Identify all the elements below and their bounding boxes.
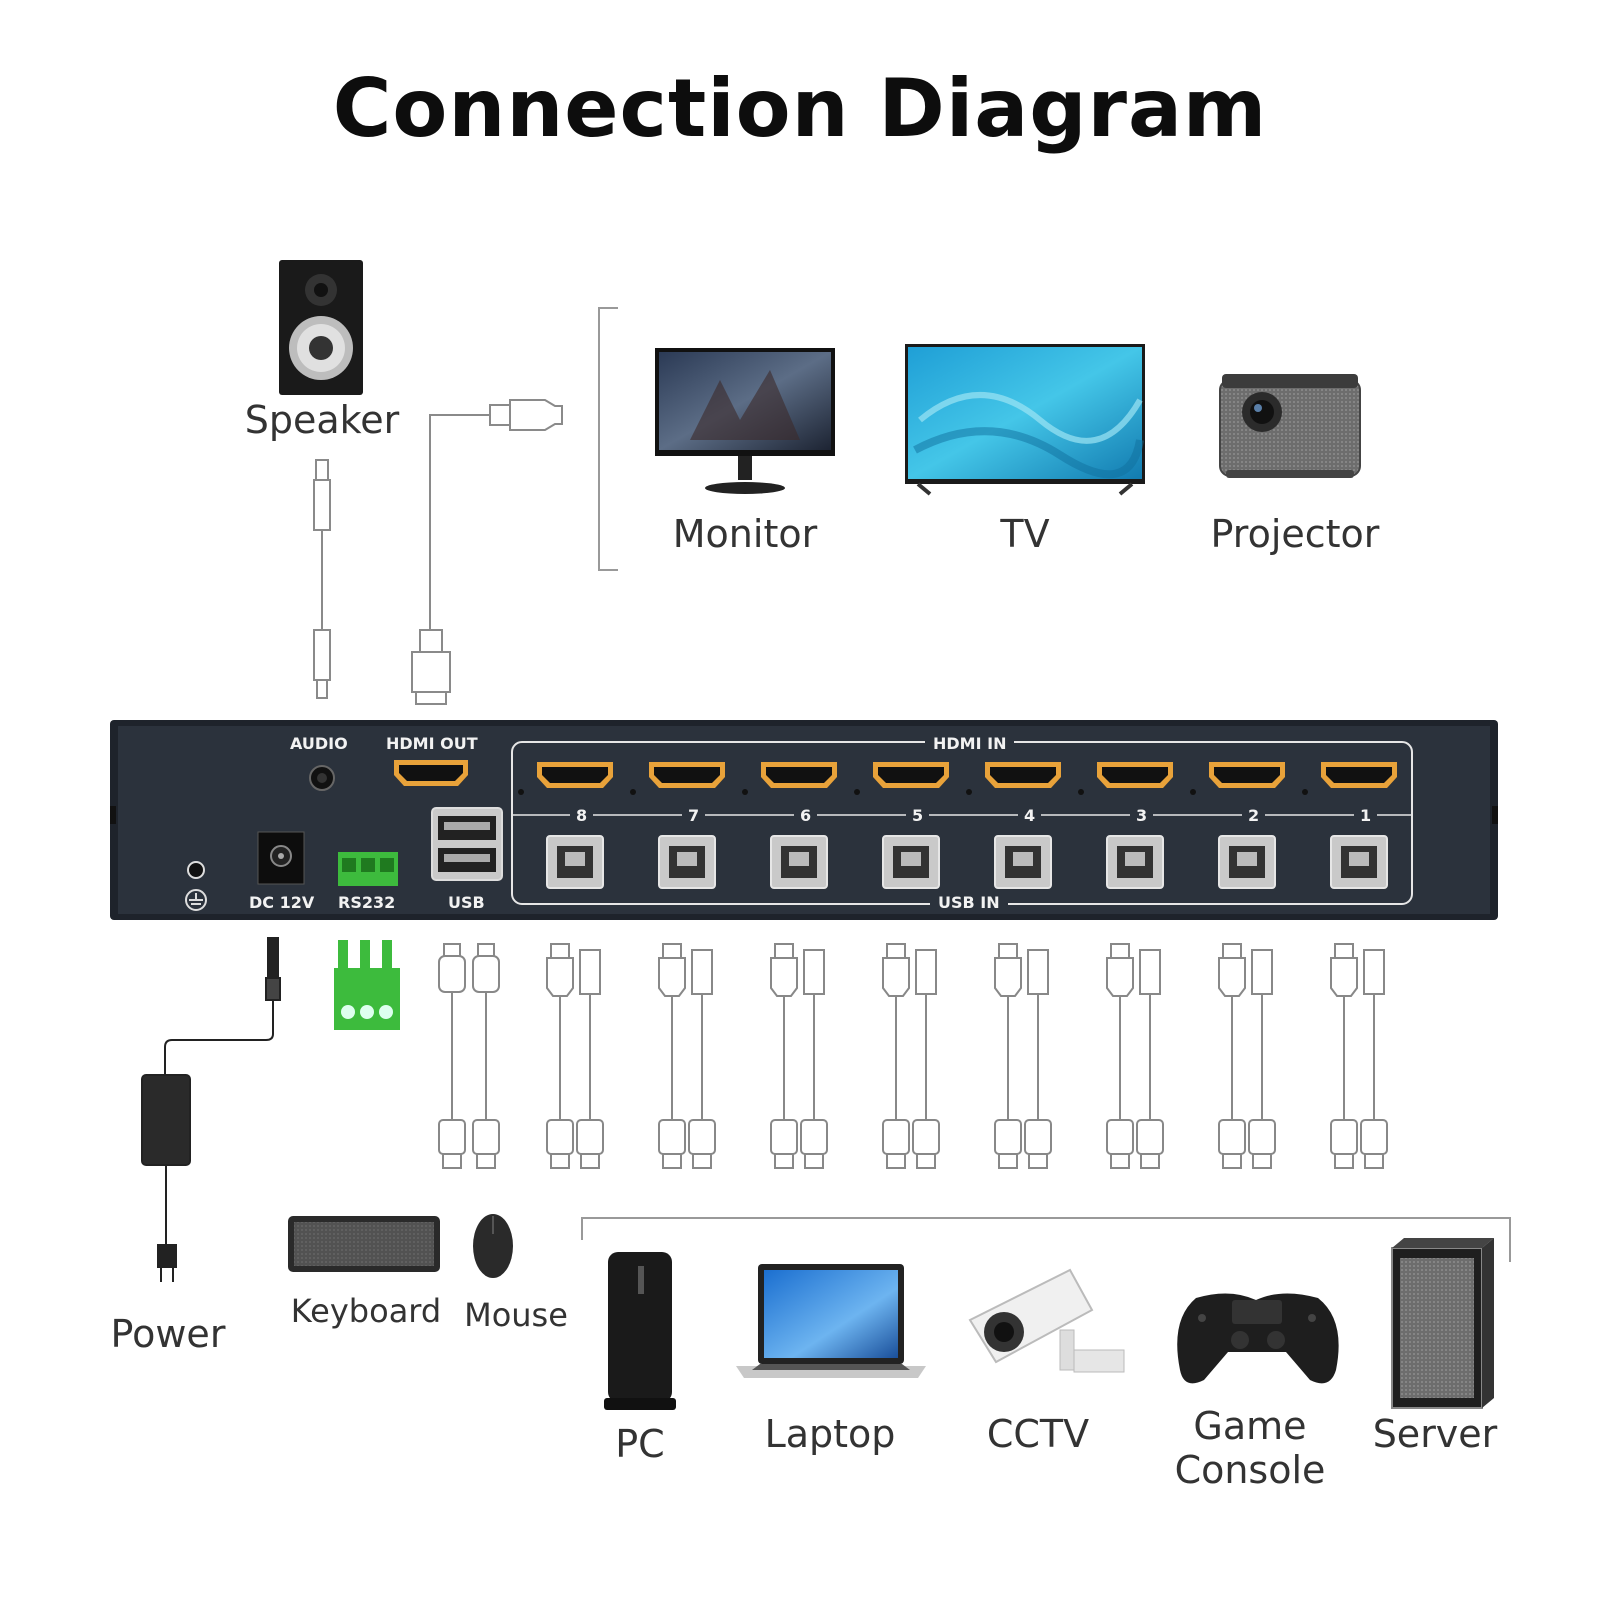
dc-power-jack <box>257 831 305 885</box>
cable-pair-7 <box>658 943 716 1169</box>
cable-pair-1 <box>1330 943 1388 1169</box>
projector-icon <box>1219 374 1361 478</box>
laptop-label: Laptop <box>764 1412 896 1456</box>
hdmi-in-port-8 <box>537 762 613 788</box>
hdmi-in-port-2 <box>1209 762 1285 788</box>
hdmi-out-port <box>394 760 468 786</box>
rs232-plug-icon <box>334 940 400 1030</box>
port-number-2: 2 <box>1242 806 1266 825</box>
mouse-label: Mouse <box>464 1296 568 1334</box>
usb-in-port-2 <box>1218 835 1276 889</box>
power-label: Power <box>110 1312 226 1356</box>
rs232-label: RS232 <box>338 893 396 912</box>
cable-pair-8 <box>546 943 604 1169</box>
mouse-icon <box>473 1214 513 1278</box>
hdmi-in-port-6 <box>761 762 837 788</box>
hdmi-in-usb-in-ports <box>518 762 1397 889</box>
port-number-1: 1 <box>1354 806 1378 825</box>
laptop-icon <box>736 1264 926 1378</box>
usb-label: USB <box>448 893 485 912</box>
keyboard-icon <box>288 1216 440 1272</box>
usb-hdmi-cables <box>438 943 1388 1169</box>
cable-pair-5 <box>882 943 940 1169</box>
port-number-3: 3 <box>1130 806 1154 825</box>
hdmi-out-label: HDMI OUT <box>386 734 478 753</box>
cctv-icon <box>968 1268 1125 1373</box>
usb-in-port-6 <box>770 835 828 889</box>
cable-pair-3 <box>1106 943 1164 1169</box>
monitor-label: Monitor <box>672 512 818 556</box>
hdmi-in-port-7 <box>649 762 725 788</box>
port-number-7: 7 <box>682 806 706 825</box>
hdmi-in-port-4 <box>985 762 1061 788</box>
display-bracket <box>598 307 618 571</box>
audio-port-label: AUDIO <box>290 734 348 753</box>
monitor-icon <box>655 348 835 494</box>
projector-label: Projector <box>1210 512 1380 556</box>
usb-hub-ports <box>431 807 503 881</box>
usb-in-port-1 <box>1330 835 1388 889</box>
usb-in-port-7 <box>658 835 716 889</box>
usb-in-port-5 <box>882 835 940 889</box>
port-number-4: 4 <box>1018 806 1042 825</box>
keyboard-mouse-cables <box>438 943 500 1169</box>
ground-icon <box>185 861 207 911</box>
page-title: Connection Diagram <box>332 62 1268 155</box>
pc-icon <box>604 1252 676 1410</box>
cctv-label: CCTV <box>986 1412 1090 1456</box>
hdmi-out-cable <box>411 399 563 705</box>
server-icon <box>1391 1238 1494 1409</box>
server-label: Server <box>1372 1412 1498 1456</box>
usb-in-label: USB IN <box>930 893 1008 912</box>
dc-12v-label: DC 12V <box>249 893 315 912</box>
cable-pair-6 <box>770 943 828 1169</box>
hdmi-in-port-5 <box>873 762 949 788</box>
tv-label: TV <box>1000 512 1050 556</box>
hdmi-in-port-3 <box>1097 762 1173 788</box>
port-number-6: 6 <box>794 806 818 825</box>
port-number-5: 5 <box>906 806 930 825</box>
source-bracket <box>581 1217 1511 1262</box>
usb-in-port-4 <box>994 835 1052 889</box>
power-adapter <box>141 937 281 1282</box>
cable-pair-4 <box>994 943 1052 1169</box>
game-console-label-line1: Game <box>1193 1404 1307 1448</box>
speaker-icon <box>279 260 363 395</box>
port-number-8: 8 <box>570 806 594 825</box>
hdmi-in-label: HDMI IN <box>925 734 1015 753</box>
cable-pair-2 <box>1218 943 1276 1169</box>
tv-icon <box>905 344 1145 496</box>
game-console-label-line2: Console <box>1174 1448 1326 1492</box>
usb-in-port-3 <box>1106 835 1164 889</box>
pc-label: PC <box>615 1422 665 1466</box>
rs232-terminal <box>338 852 398 886</box>
usb-in-port-8 <box>546 835 604 889</box>
hdmi-in-port-1 <box>1321 762 1397 788</box>
keyboard-label: Keyboard <box>290 1292 442 1330</box>
audio-cable <box>313 459 331 699</box>
speaker-label: Speaker <box>244 398 400 442</box>
game-controller-icon <box>1177 1293 1339 1384</box>
